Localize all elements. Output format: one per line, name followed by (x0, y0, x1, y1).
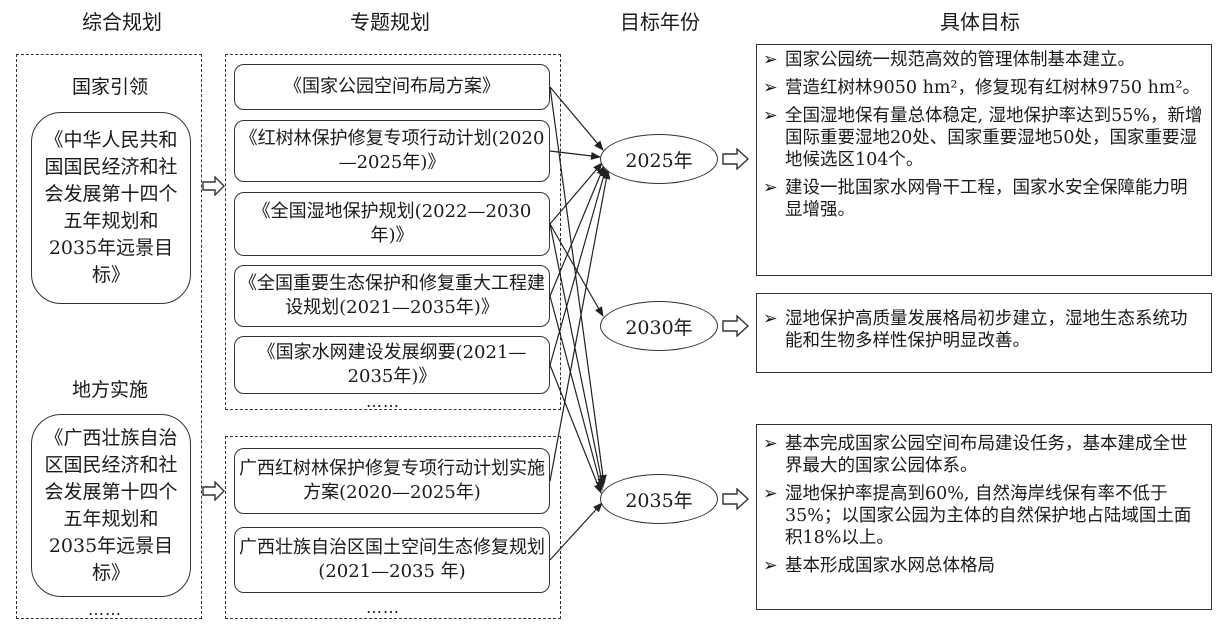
thematic-local-group (225, 436, 561, 619)
connector-line (549, 86, 607, 485)
connector-line (549, 165, 605, 297)
target-item: ➢基本形成国家水网总体格局 (763, 556, 995, 576)
comprehensive-ellipsis: …… (88, 600, 122, 619)
header-thematic: 专题规划 (350, 10, 430, 34)
bullet-arrow-icon: ➢ (763, 178, 778, 198)
bullet-arrow-icon: ➢ (763, 78, 778, 98)
bullet-arrow-icon: ➢ (763, 50, 778, 70)
guangxi-five-year-plan: 《广西壮族自治区国民经济和社会发展第十四个五年规划和2035年远景目标》 (31, 414, 191, 597)
thematic-plan-national-park: 《国家公园空间布局方案》 (234, 64, 550, 110)
target-item: ➢营造红树林9050 hm²，修复现有红树林9750 hm²。 (763, 78, 1200, 98)
thematic-plan-mangrove: 《红树林保护修复专项行动计划(2020—2025年)》 (234, 120, 550, 182)
hollow-arrow-icon (722, 147, 750, 174)
target-item: ➢国家公园统一规范高效的管理体制基本建立。 (763, 50, 1135, 70)
connector-line (549, 86, 604, 151)
bullet-arrow-icon: ➢ (763, 556, 778, 576)
targets-2025-box: ➢国家公园统一规范高效的管理体制基本建立。 ➢营造红树林9050 hm²，修复现… (756, 44, 1212, 276)
connector-line (549, 364, 602, 494)
hollow-arrow-icon (722, 314, 750, 341)
targets-2030-box: ➢湿地保护高质量发展格局初步建立，湿地生态系统功能和生物多样性保护明显改善。 (756, 293, 1212, 373)
hollow-arrow-icon (722, 487, 750, 514)
connector-line (549, 295, 604, 491)
bullet-arrow-icon: ➢ (763, 106, 778, 126)
hollow-arrow-icon (202, 480, 226, 505)
connector-line (549, 223, 606, 488)
thematic-plan-guangxi-mangrove: 广西红树林保护修复专项行动计划实施方案(2020—2025年) (234, 448, 550, 514)
header-specific-targets: 具体目标 (940, 10, 1020, 34)
target-item: ➢湿地保护高质量发展格局初步建立，湿地生态系统功能和生物多样性保护明显改善。 (763, 309, 1188, 351)
connector-line (549, 169, 611, 482)
thematic-plan-water-network: 《国家水网建设发展纲要(2021—2035年)》 (234, 336, 550, 394)
thematic-plan-ecological-restoration: 《全国重要生态保护和修复重大工程建设规划(2021—2035年)》 (234, 265, 550, 327)
bullet-arrow-icon: ➢ (763, 309, 778, 329)
connector-line (549, 150, 601, 160)
target-item: ➢湿地保护率提高到60%, 自然海岸线保有率不低于35%；以国家公园为主体的自然… (763, 484, 1192, 548)
target-item: ➢基本完成国家公园空间布局建设任务，基本建成全世界最大的国家公园体系。 (763, 434, 1188, 476)
connector-line (549, 502, 603, 561)
local-impl-label: 地方实施 (71, 379, 148, 401)
bullet-arrow-icon: ➢ (763, 484, 778, 504)
target-item: ➢建设一批国家水网骨干工程，国家水安全保障能力明显增强。 (763, 178, 1188, 220)
year-2030-node: 2030年 (600, 301, 718, 351)
connector-line (549, 162, 603, 225)
hollow-arrow-icon (202, 175, 226, 200)
year-2035-node: 2035年 (600, 474, 718, 524)
comprehensive-group (16, 54, 202, 619)
header-comprehensive: 综合规划 (82, 10, 162, 34)
targets-2035-box: ➢基本完成国家公园空间布局建设任务，基本建成全世界最大的国家公园体系。 ➢湿地保… (756, 424, 1212, 610)
connector-line (549, 223, 604, 317)
header-target-year: 目标年份 (620, 10, 700, 34)
national-lead-label: 国家引领 (71, 76, 148, 98)
target-item: ➢全国湿地保有量总体稳定, 湿地保护率达到55%，新增国际重要湿地20处、国家重… (763, 106, 1203, 170)
thematic-plan-wetland: 《全国湿地保护规划(2022—2030年)》 (234, 192, 550, 256)
bullet-arrow-icon: ➢ (763, 434, 778, 454)
year-2025-node: 2025年 (600, 134, 718, 184)
thematic-national-group (225, 54, 561, 410)
thematic-national-ellipsis: …… (366, 392, 400, 411)
thematic-plan-guangxi-spatial: 广西壮族自治区国土空间生态修复规划(2021—2035 年) (234, 527, 550, 593)
national-five-year-plan: 《中华人民共和国国民经济和社会发展第十四个五年规划和2035年远景目标》 (31, 112, 191, 304)
thematic-local-ellipsis: …… (366, 598, 400, 617)
